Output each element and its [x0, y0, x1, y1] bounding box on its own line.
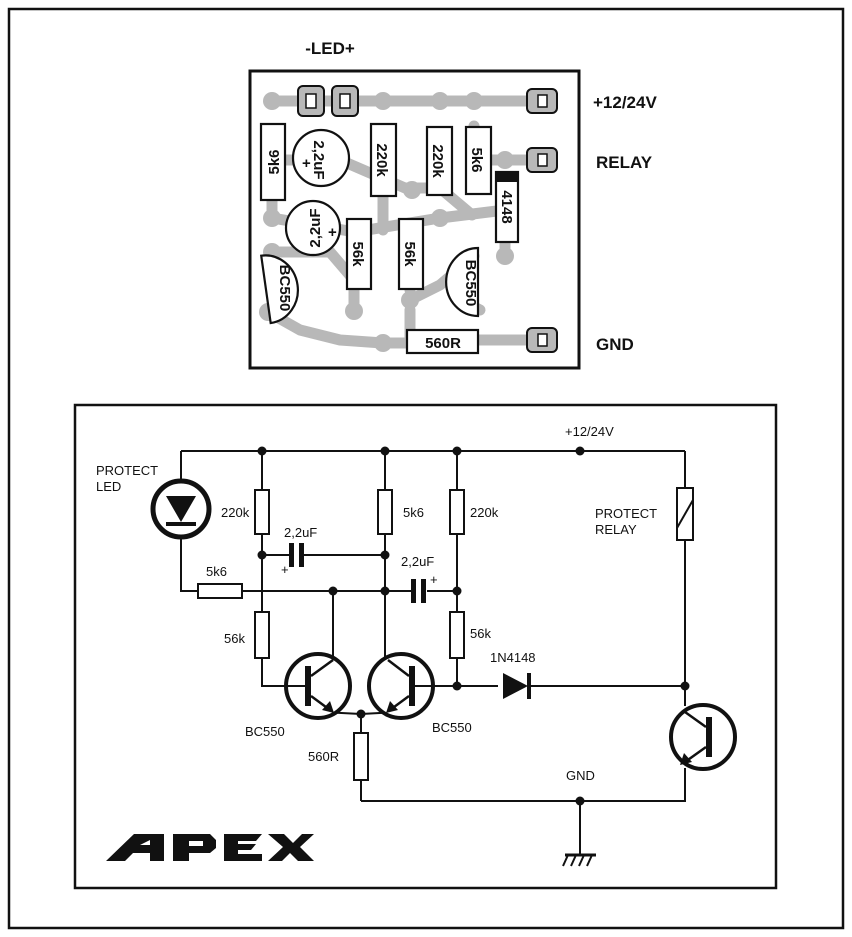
svg-text:56k: 56k: [401, 241, 418, 267]
schematic-junctions: [257, 446, 690, 806]
terminal-gnd-label: GND: [596, 335, 634, 354]
sch-q1-label: BC550: [245, 724, 285, 739]
pcb-resistor-56k-a: 56k: [345, 217, 373, 291]
pcb-diode-4148: 4148: [494, 170, 520, 244]
schematic: +12/24V PROTECT LED PROTECT RELAY 220k 2…: [73, 403, 778, 890]
transistor-q2-symbol: [367, 652, 435, 720]
sch-r5-label: 56k: [224, 631, 245, 646]
apex-logo: [106, 834, 314, 861]
svg-text:BC550: BC550: [462, 260, 479, 307]
sch-r4-label: 5k6: [206, 564, 227, 579]
sch-gnd-label: GND: [566, 768, 595, 783]
svg-text:5k6: 5k6: [468, 147, 485, 172]
sch-r6-label: 56k: [470, 626, 491, 641]
svg-text:220k: 220k: [429, 144, 446, 178]
pcb-capacitor-mid: + 2,2uF: [284, 199, 342, 257]
pcb-transistor-right: BC550: [445, 246, 480, 318]
pcb-resistor-5k6-right: 5k6: [464, 125, 493, 196]
transistor-q1-symbol: [284, 652, 352, 720]
ground-icon: [562, 853, 596, 867]
sch-c2-label: 2,2uF: [401, 554, 434, 569]
svg-text:56k: 56k: [349, 241, 366, 267]
sch-supply-label: +12/24V: [565, 424, 614, 439]
svg-text:2,2uF: 2,2uF: [307, 208, 324, 247]
svg-text:220k: 220k: [373, 143, 390, 177]
transistor-q3-symbol: [669, 703, 737, 771]
protect-led-symbol: [150, 478, 212, 540]
schematic-capacitors: [289, 543, 426, 603]
led-pads: [297, 85, 359, 117]
pcb-led-label: -LED+: [305, 39, 355, 58]
terminal-supply-label: +12/24V: [593, 93, 657, 112]
pcb-capacitor-top: + 2,2uF: [291, 128, 351, 188]
terminal-pads: [526, 88, 558, 353]
sch-r7-label: 560R: [308, 749, 339, 764]
terminal-relay-label: RELAY: [596, 153, 653, 172]
schematic-frame: [73, 403, 778, 890]
svg-text:560R: 560R: [425, 335, 461, 352]
svg-text:+: +: [302, 155, 311, 172]
sch-r3-label: 220k: [470, 505, 499, 520]
svg-text:+: +: [328, 224, 337, 241]
sch-led-label-line2: LED: [96, 479, 121, 494]
pcb-transistor-left: BC550: [259, 254, 299, 325]
svg-text:BC550: BC550: [276, 265, 293, 312]
protect-relay-symbol: [676, 487, 694, 541]
outer-frame: [7, 7, 845, 930]
diode-1n4148-symbol: [503, 673, 531, 699]
svg-text:5k6: 5k6: [266, 149, 283, 174]
svg-text:4148: 4148: [498, 190, 515, 223]
sch-diode-label: 1N4148: [490, 650, 536, 665]
svg-text:2,2uF: 2,2uF: [310, 140, 327, 179]
pcb-layout: -LED+: [248, 39, 657, 370]
sch-c1-label: 2,2uF: [284, 525, 317, 540]
schematic-resistors: [197, 489, 465, 781]
sch-q2-label: BC550: [432, 720, 472, 735]
sch-relay-label-line1: PROTECT: [595, 506, 657, 521]
sch-relay-label-line2: RELAY: [595, 522, 637, 537]
sch-c1-plus: +: [281, 562, 289, 577]
pcb-resistor-220k-b: 220k: [425, 125, 454, 197]
sch-led-label-line1: PROTECT: [96, 463, 158, 478]
pcb-resistor-220k-a: 220k: [369, 122, 398, 198]
sch-r1-label: 220k: [221, 505, 250, 520]
sch-c2-plus: +: [430, 572, 438, 587]
pcb-resistor-5k6-left: 5k6: [259, 122, 287, 202]
pcb-resistor-56k-b: 56k: [397, 217, 425, 291]
pcb-resistor-560r: 560R: [405, 328, 480, 355]
sch-r2-label: 5k6: [403, 505, 424, 520]
